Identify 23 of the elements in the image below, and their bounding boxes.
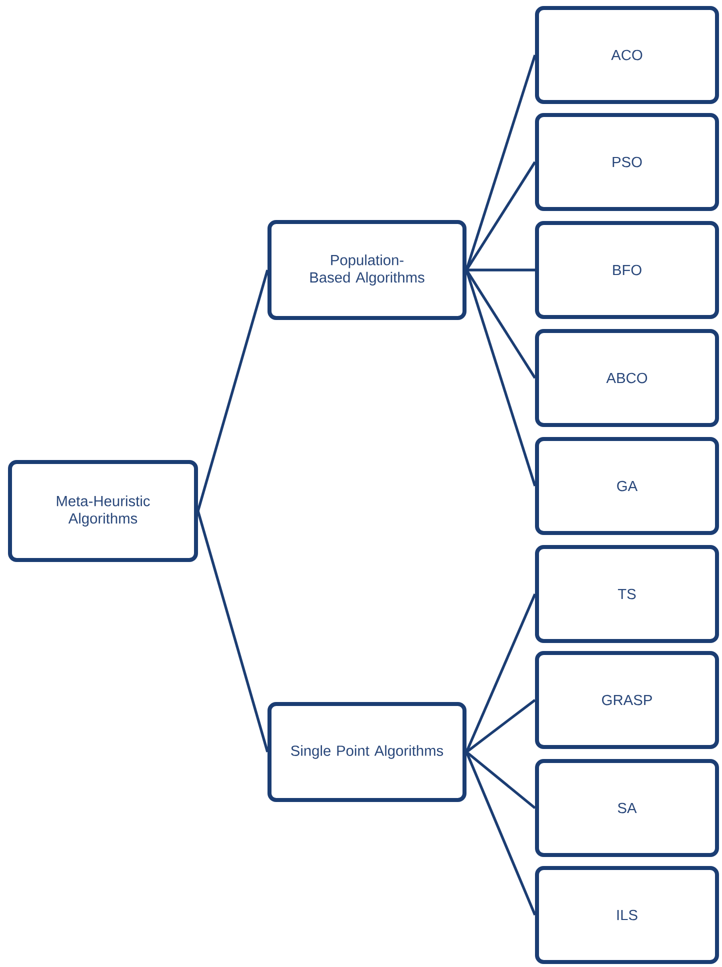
algorithm-box: ABCO: [535, 329, 719, 427]
connector-line: [465, 269, 536, 379]
connector-line: [465, 54, 536, 270]
algorithm-box: ACO: [535, 6, 719, 104]
algorithm-box: PSO: [535, 113, 719, 211]
connector-line: [465, 593, 536, 753]
algorithm-box: BFO: [535, 221, 719, 319]
connector-line: [196, 270, 269, 512]
algorithm-box: GRASP: [535, 651, 719, 749]
category-box: Single Point Algorithms: [268, 702, 466, 802]
category-box: Population-Based Algorithms: [268, 220, 466, 320]
algorithm-box: GA: [535, 437, 719, 535]
algorithm-box: TS: [535, 545, 719, 643]
connector-line: [466, 750, 536, 810]
connector-line: [196, 510, 269, 752]
connector-line: [466, 698, 536, 754]
connector-line: [465, 270, 536, 486]
connector-line: [465, 161, 536, 271]
category-box: Meta-Heuristic Algorithms: [8, 460, 198, 562]
connector-line: [465, 751, 536, 916]
connector-line: [466, 268, 535, 272]
algorithm-box: ILS: [535, 866, 719, 964]
algorithm-box: SA: [535, 759, 719, 857]
